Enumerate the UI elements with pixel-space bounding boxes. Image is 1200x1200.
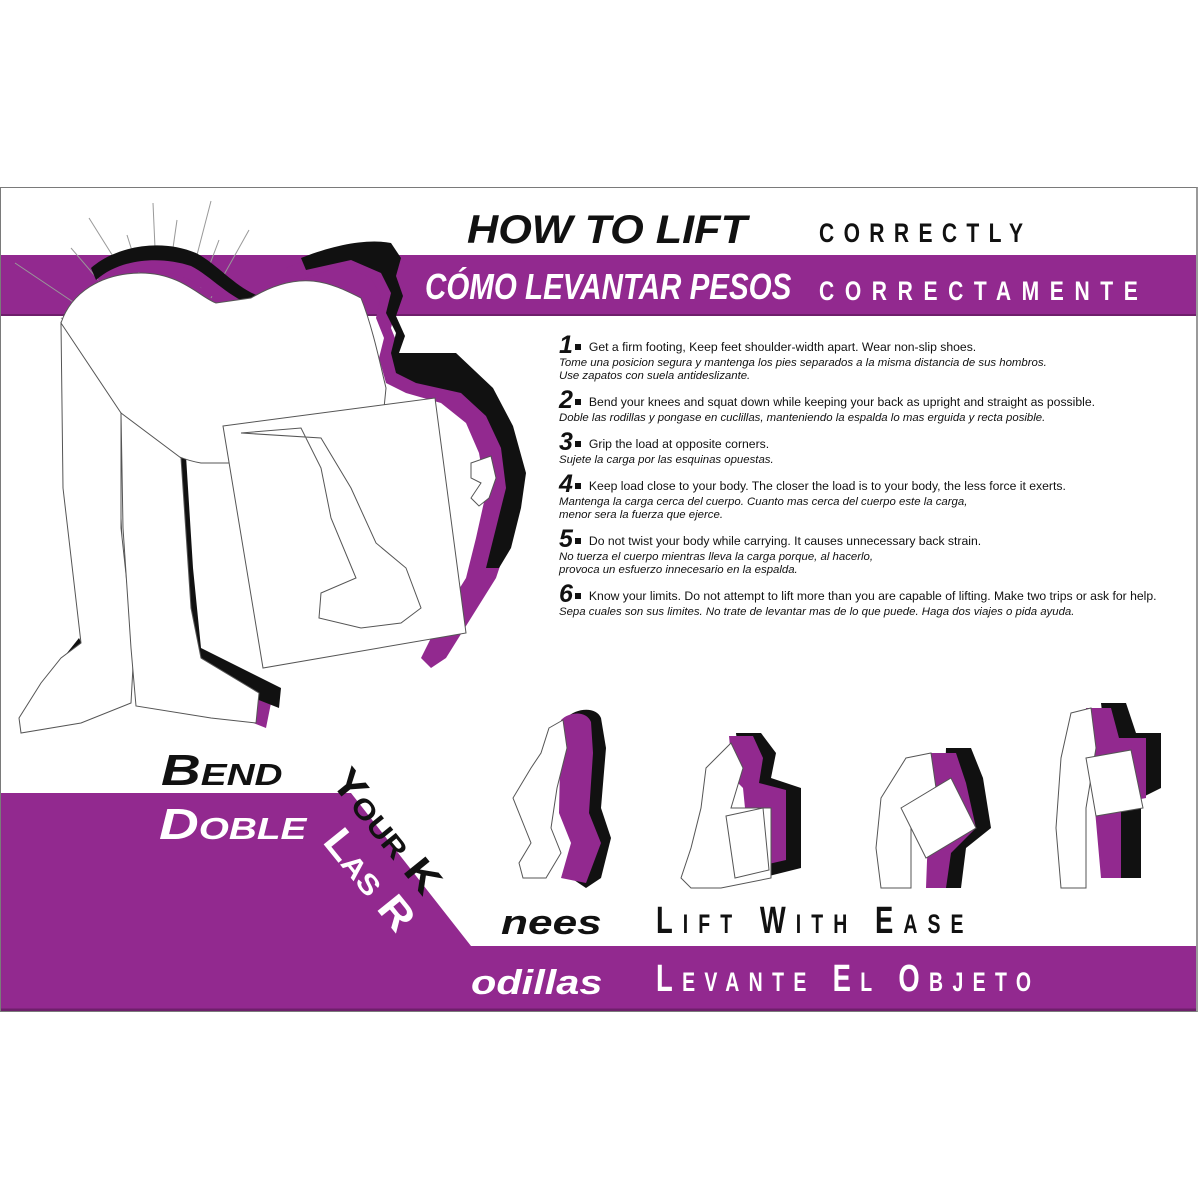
step-item: 2 Bend your knees and squat down while ke…	[559, 388, 1196, 425]
title-spanish-bold: CÓMO LEVANTAR PESOS	[425, 266, 792, 307]
step-item: 6 Know your limits. Do not attempt to lif…	[559, 582, 1196, 619]
step-text-spanish: Tome una posicion segura y mantenga los …	[559, 357, 1047, 382]
title-english-spaced: CORRECTLY	[819, 218, 1033, 248]
step-number: 4	[559, 470, 573, 498]
step-item: 1 Get a firm footing, Keep feet shoulder-…	[559, 333, 1196, 383]
bullet-icon	[574, 344, 581, 350]
slogan-knees-english: nees	[501, 904, 602, 942]
step-text-spanish: Mantenga la carga cerca del cuerpo. Cuan…	[559, 496, 968, 521]
slogan-rodillas-spanish: odillas	[471, 964, 603, 1002]
step-text-english: Bend your knees and squat down while kee…	[588, 395, 1096, 409]
slogan-lift-with-ease: Lift With Ease	[656, 900, 974, 942]
bullet-icon	[574, 441, 581, 447]
footer-band-shape	[1, 793, 1196, 1011]
step-number: 1	[559, 331, 573, 359]
instruction-steps-list: 1 Get a firm footing, Keep feet shoulder-…	[559, 333, 1196, 629]
step-text-spanish: Doble las rodillas y pongase en cuclilla…	[559, 412, 1046, 424]
bullet-icon	[574, 483, 581, 489]
step-text-english: Do not twist your body while carrying. I…	[588, 534, 982, 548]
step-item: 3 Grip the load at opposite corners. Suje…	[559, 430, 1196, 467]
bullet-icon	[574, 399, 581, 405]
step-text-spanish: No tuerza el cuerpo mientras lleva la ca…	[559, 551, 874, 576]
step-item: 5 Do not twist your body while carrying. …	[559, 527, 1196, 577]
step-text-english: Get a firm footing, Keep feet shoulder-w…	[588, 340, 977, 354]
bullet-icon	[574, 538, 581, 544]
title-spanish-spaced: CORRECTAMENTE	[819, 276, 1149, 306]
title-english-bold: HOW TO LIFT	[467, 208, 747, 252]
step-text-english: Know your limits. Do not attempt to lift…	[588, 589, 1157, 603]
step-text-spanish: Sujete la carga por las esquinas opuesta…	[559, 454, 774, 466]
step-text-spanish: Sepa cuales son sus limites. No trate de…	[559, 606, 1075, 618]
step-number: 6	[559, 580, 573, 608]
lifting-safety-poster: HOW TO LIFT CORRECTLY CÓMO LEVANTAR PESO…	[0, 187, 1198, 1012]
step-number: 2	[559, 386, 573, 414]
slogan-bend-english: Bend	[161, 746, 283, 795]
step-item: 4 Keep load close to your body. The close…	[559, 472, 1196, 522]
step-text-english: Grip the load at opposite corners.	[588, 437, 770, 451]
step-number: 3	[559, 428, 573, 456]
slogan-levante-el-objeto: Levante El Objeto	[656, 958, 1041, 1000]
slogan-doble-spanish: Doble	[159, 800, 307, 849]
step-number: 5	[559, 525, 573, 553]
step-text-english: Keep load close to your body. The closer…	[588, 479, 1066, 493]
bullet-icon	[574, 593, 581, 599]
